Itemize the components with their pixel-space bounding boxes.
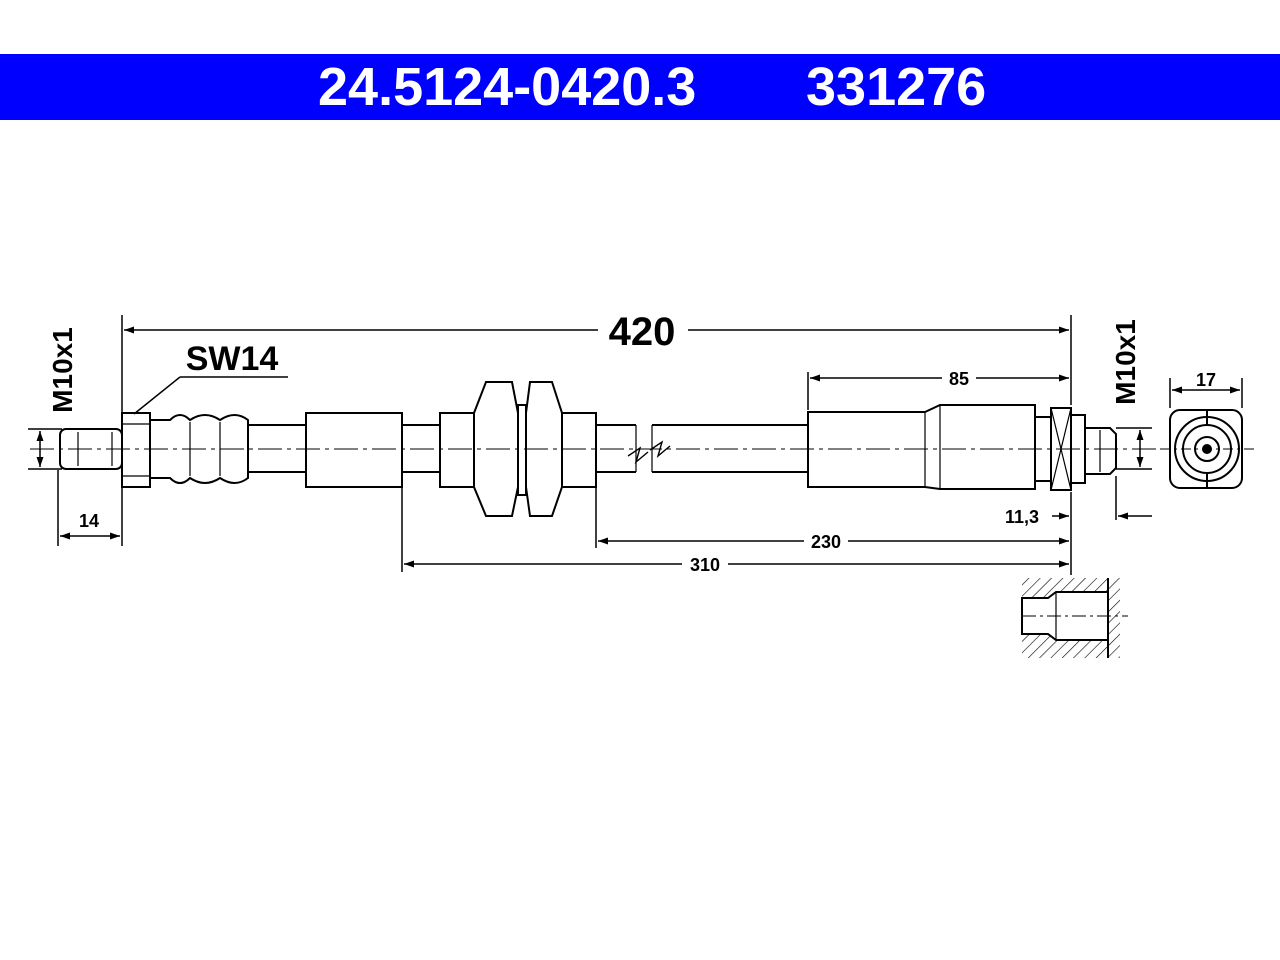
dim-length-310: 310 (690, 555, 720, 575)
length-break-symbol (627, 446, 649, 464)
dim-thread-offset: 11,3 (1005, 507, 1039, 527)
dim-left-end-length: 14 (79, 511, 99, 531)
dim-hex-width: 17 (1196, 370, 1216, 390)
dim-fitting-length: 85 (949, 369, 969, 389)
title-bar: 24.5124-0420.3 331276 (0, 54, 1280, 120)
dim-length-230: 230 (811, 532, 841, 552)
sleeve-1 (305, 412, 403, 488)
dim-thread-right: M10x1 (1110, 319, 1141, 405)
part-number: 24.5124-0420.3 (318, 57, 697, 117)
port-section-detail (1021, 578, 1128, 658)
right-crimp-fitting (807, 404, 1036, 490)
reference-number: 331276 (806, 57, 987, 117)
dim-thread-left: M10x1 (47, 327, 78, 413)
dim-total-length: 420 (609, 310, 676, 354)
dim-wrench-size: SW14 (186, 340, 279, 378)
dimension-lines (28, 315, 1243, 575)
